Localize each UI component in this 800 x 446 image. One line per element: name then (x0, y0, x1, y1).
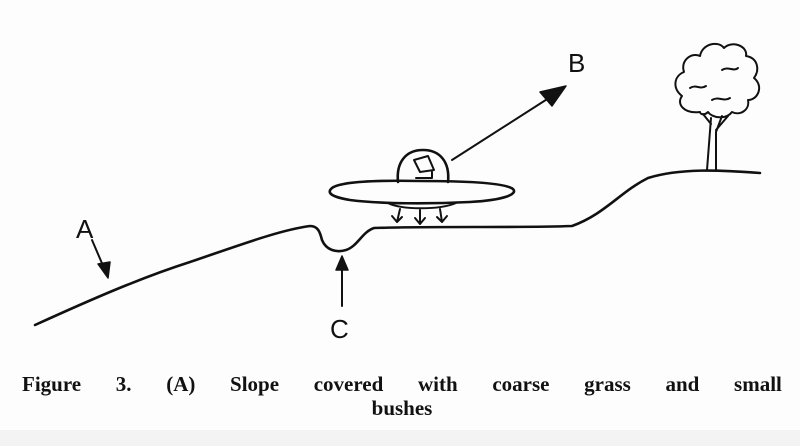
caption-word: covered (313, 372, 384, 396)
tree-trunk-branch (702, 113, 729, 131)
tree-icon (674, 42, 761, 171)
caption-word: with (417, 372, 458, 396)
tree-crown (674, 42, 761, 119)
arrow-b-head (539, 85, 567, 107)
tree-trunk (706, 115, 723, 171)
arrow-b-shaft (451, 95, 553, 161)
emission-arrow-1 (391, 208, 403, 223)
label-c: C (330, 314, 349, 344)
caption-word: 3. (115, 372, 132, 396)
arrow-c-head (335, 255, 349, 271)
arrow-a-head (97, 261, 111, 279)
caption-word: and (665, 372, 700, 396)
label-a: A (76, 214, 94, 244)
caption-word: (A) (166, 372, 196, 396)
caption-word: Slope (230, 372, 280, 396)
arrow-b (451, 85, 567, 161)
arrow-c (335, 255, 349, 307)
bottom-edge (0, 430, 800, 446)
emission-arrow-2 (414, 209, 426, 225)
saucer-underside (387, 202, 457, 210)
ground-slope-line (33, 169, 762, 327)
label-b: B (568, 48, 585, 78)
caption-word: small (734, 372, 782, 396)
saucer-craft (328, 148, 516, 225)
saucer-dome (396, 148, 450, 184)
caption-word: grass (584, 372, 631, 396)
caption-line-2: bushes (371, 396, 433, 420)
caption-line-1: Figure 3. (A) Slope covered with coarse … (22, 372, 782, 396)
emission-arrow-3 (436, 208, 448, 223)
dome-window (413, 155, 435, 179)
figure-caption: Figure 3. (A) Slope covered with coarse … (22, 372, 782, 420)
arrow-a (91, 239, 111, 279)
caption-word: coarse (492, 372, 550, 396)
caption-word: Figure (22, 372, 82, 396)
tree-crown-detail (689, 67, 739, 101)
saucer-disc (328, 179, 516, 205)
